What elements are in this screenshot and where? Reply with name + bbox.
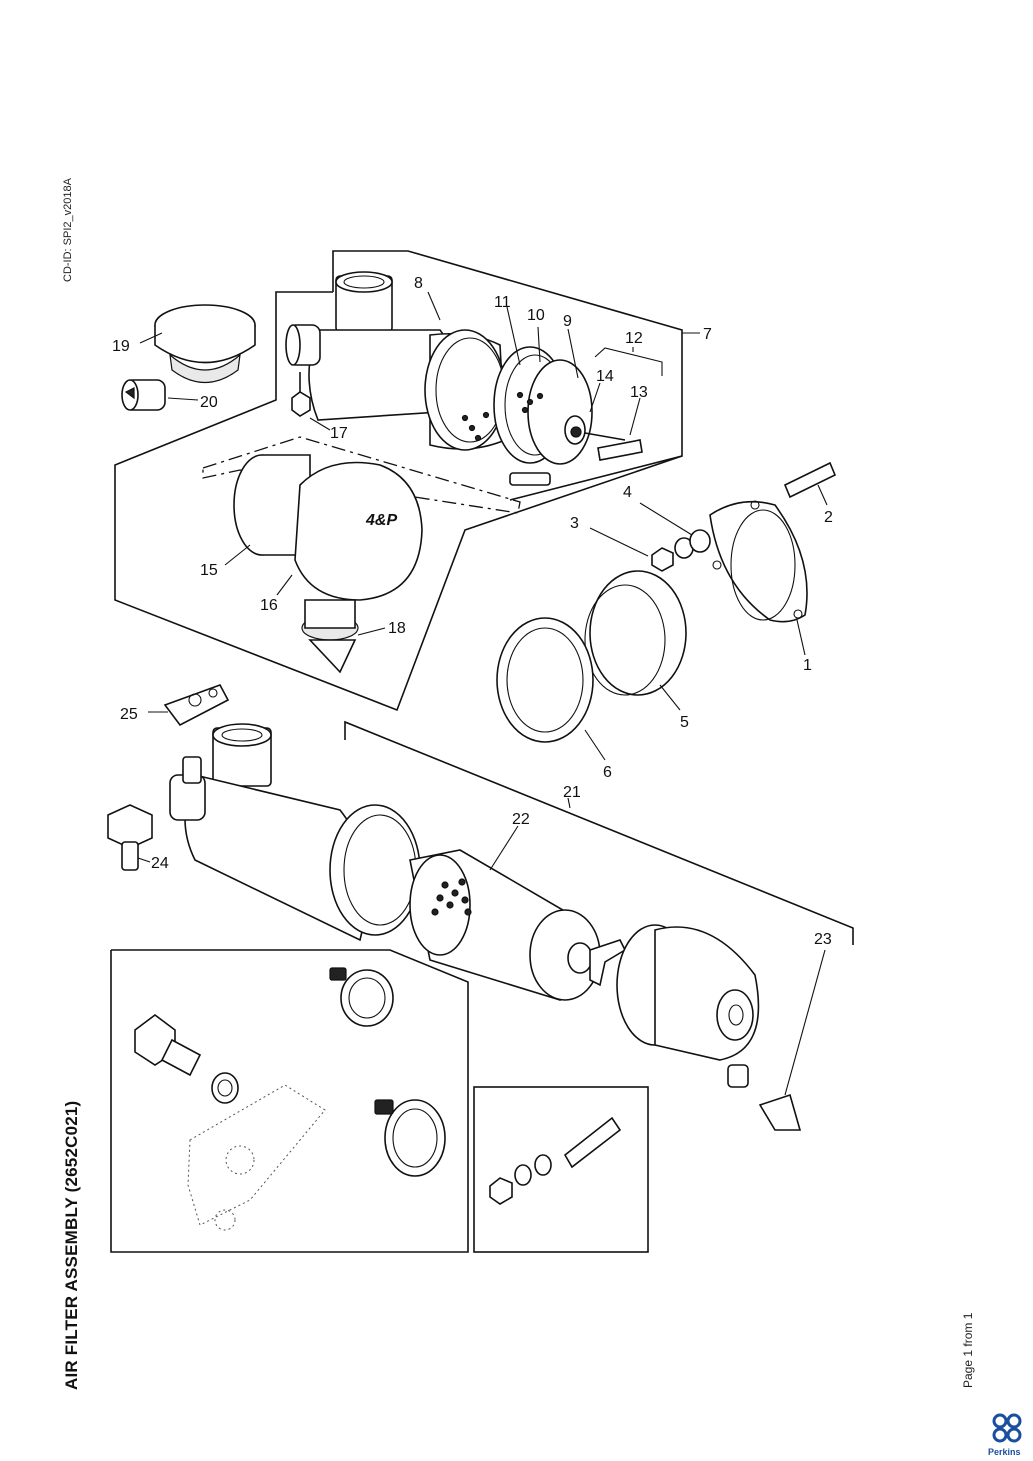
inset-panel-clamps: [110, 949, 469, 1253]
callout-8: 8: [414, 275, 423, 292]
callout-3: 3: [570, 515, 579, 532]
callout-17: 17: [330, 425, 348, 442]
callout-24: 24: [151, 855, 169, 872]
callout-5: 5: [680, 714, 689, 731]
part-17-nut: [291, 372, 311, 417]
callout-20: 20: [200, 394, 218, 411]
callout-9: 9: [563, 313, 572, 330]
perforation-dots: [461, 391, 544, 442]
callout-2: 2: [824, 509, 833, 526]
callout-23: 23: [814, 931, 832, 948]
callout-14: 14: [596, 368, 614, 385]
callout-12: 12: [625, 330, 643, 347]
group-21-bracket: [344, 720, 854, 945]
brand-name: Perkins: [988, 1447, 1021, 1457]
part-6-ring: [496, 617, 594, 743]
cd-id-label: CD-ID: SPI2_v2018A: [62, 178, 74, 282]
part-5-sleeve: [584, 570, 687, 696]
part-20-nozzle: [121, 379, 166, 411]
assembly-7-boundary: [114, 250, 683, 712]
filter-body-lower: [169, 723, 760, 1088]
callout-13: 13: [630, 384, 648, 401]
callout-15: 15: [200, 562, 218, 579]
callout-1: 1: [803, 657, 812, 674]
perkins-logo-icon: [992, 1413, 1022, 1443]
part-4-washers: [674, 529, 711, 559]
callout-19: 19: [112, 338, 130, 355]
leader-lines: [137, 291, 828, 1096]
part-3-nut: [651, 547, 674, 572]
diagram-stamp: 4&P: [365, 512, 397, 529]
callout-16: 16: [260, 597, 278, 614]
inset-panel-stud-kit: [473, 1086, 649, 1253]
part-1-flange: [709, 500, 808, 623]
part-23-valve: [758, 1093, 802, 1131]
part-25-bracket: [163, 684, 230, 727]
precleaner-assembly: [233, 454, 423, 674]
callout-18: 18: [388, 620, 406, 637]
callout-21: 21: [563, 784, 581, 801]
callout-25: 25: [120, 706, 138, 723]
callout-10: 10: [527, 307, 545, 324]
filter-body-upper: [285, 271, 643, 486]
callout-labels: 1 2 3 4 5 6 7 8 9 10 11 12 13 14 15 16 1…: [112, 275, 833, 948]
page-title: AIR FILTER ASSEMBLY (2652C021): [62, 1100, 81, 1390]
part-19-cap: [154, 304, 256, 383]
perforation-dots: [431, 878, 472, 916]
callout-7: 7: [703, 326, 712, 343]
callout-11: 11: [494, 294, 511, 311]
part-24-fitting: [107, 804, 153, 871]
callout-22: 22: [512, 811, 530, 828]
part-2-stud: [783, 461, 837, 499]
callout-6: 6: [603, 764, 612, 781]
page-number: Page 1 from 1: [961, 1312, 975, 1388]
callout-4: 4: [623, 484, 632, 501]
